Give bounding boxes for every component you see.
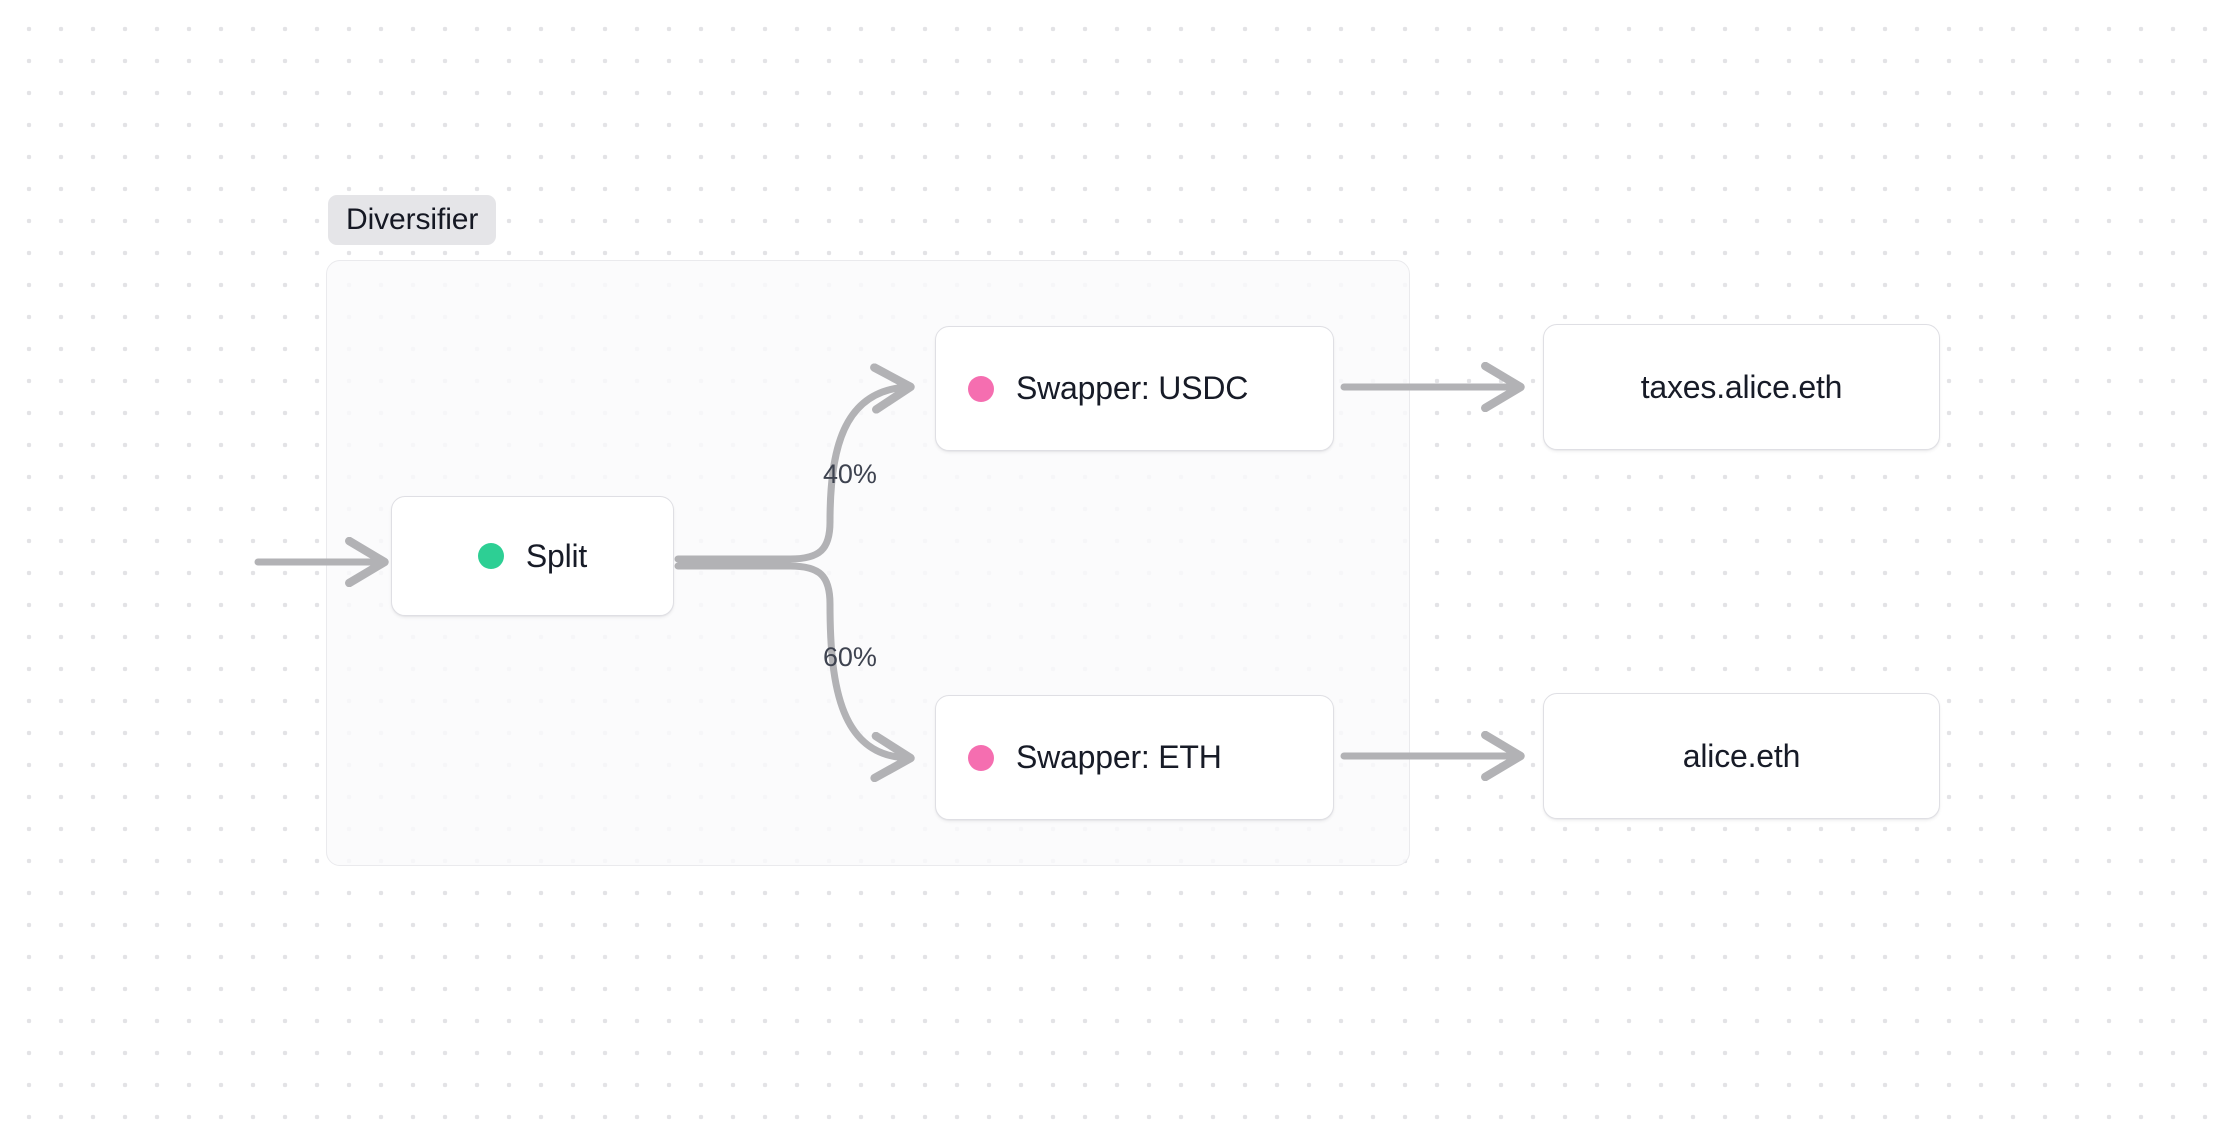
edge-label-60-percent: 60% (823, 642, 877, 672)
status-dot-icon-pink (968, 375, 994, 402)
node-alice-eth-label: alice.eth (1682, 737, 1801, 774)
node-swapper-eth-label: Swapper: ETH (1016, 739, 1222, 775)
node-split[interactable]: Split (391, 496, 674, 616)
node-swapper-eth-content: Swapper: ETH (968, 739, 1222, 776)
node-alice-eth[interactable]: alice.eth (1543, 693, 1940, 819)
node-swapper-usdc[interactable]: Swapper: USDC (935, 326, 1334, 451)
edge-label-40-percent: 40% (823, 459, 877, 489)
node-split-label: Split (525, 537, 588, 574)
node-taxes-alice-eth-label: taxes.alice.eth (1640, 368, 1843, 405)
node-taxes-alice-eth[interactable]: taxes.alice.eth (1543, 324, 1940, 450)
node-swapper-eth[interactable]: Swapper: ETH (935, 695, 1334, 820)
node-swapper-usdc-label: Swapper: USDC (1016, 370, 1249, 406)
status-dot-icon-pink (968, 744, 994, 771)
group-label-badge[interactable]: Diversifier (328, 195, 497, 245)
node-swapper-usdc-content: Swapper: USDC (968, 370, 1248, 407)
status-dot-icon-green (477, 543, 504, 569)
node-split-content: Split (477, 537, 588, 575)
